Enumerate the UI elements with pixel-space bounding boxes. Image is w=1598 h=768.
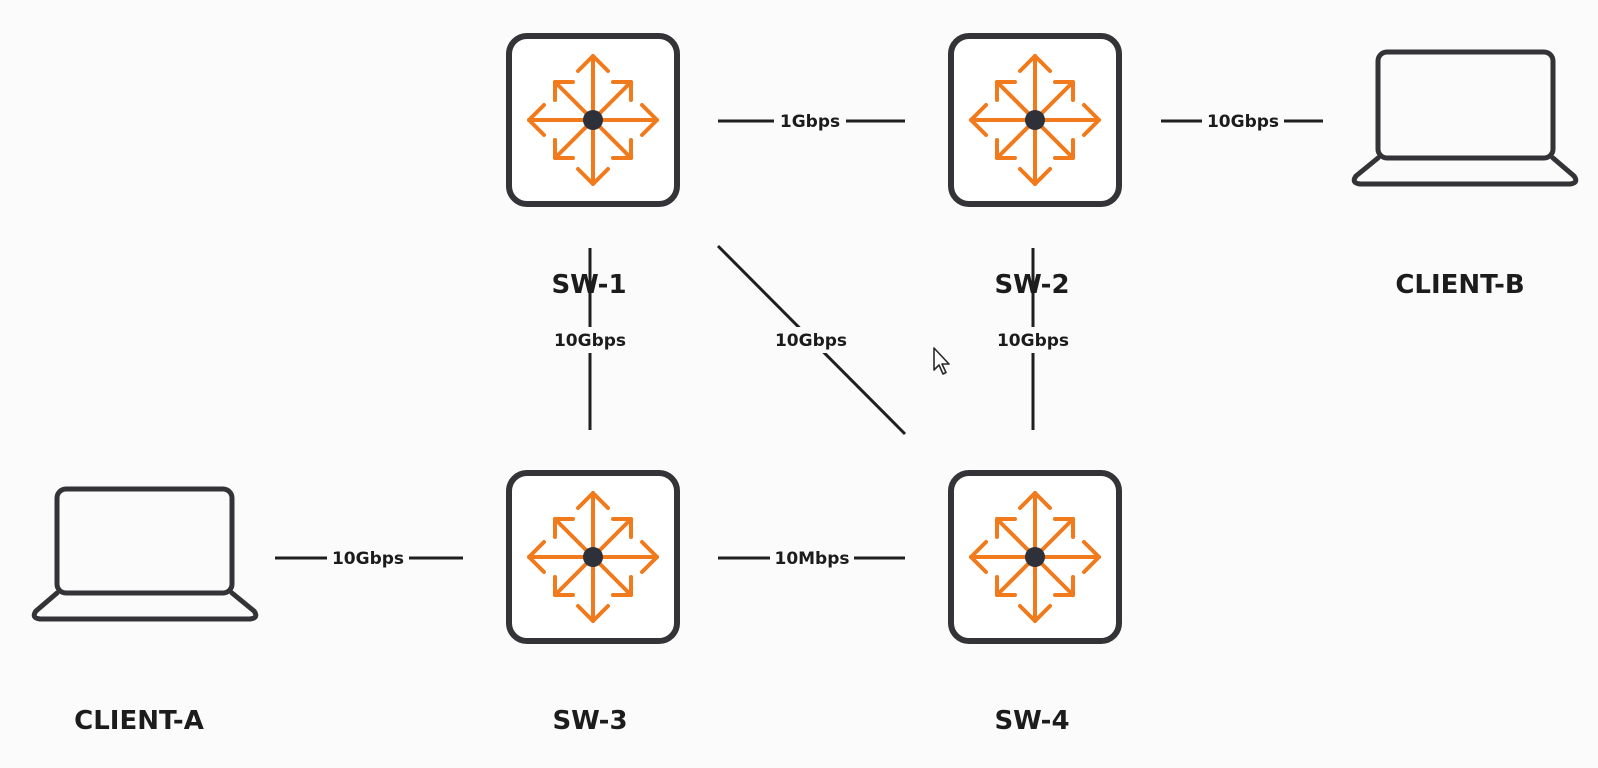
- link-speed-label: 10Gbps: [775, 331, 847, 351]
- switch-icon: [506, 470, 680, 644]
- switch-label-sw3: SW-3: [552, 706, 627, 736]
- link-speed-label: 10Gbps: [554, 331, 626, 351]
- switch-icon: [948, 33, 1122, 207]
- link-sw2-sw4: 10Gbps: [991, 248, 1075, 430]
- link-sw1-sw3: 10Gbps: [548, 248, 632, 430]
- link-sw2-client-b: 10Gbps: [1161, 108, 1323, 134]
- switch-label-sw1: SW-1: [551, 270, 626, 300]
- client-label-b: CLIENT-B: [1395, 270, 1524, 300]
- client-a: [31, 486, 259, 622]
- link-speed-label: 10Mbps: [774, 549, 849, 569]
- switch-icon: [948, 470, 1122, 644]
- mouse-pointer-icon: [933, 347, 950, 375]
- switch-icon: [506, 33, 680, 207]
- link-sw1-sw2: 1Gbps: [718, 108, 905, 134]
- link-speed-label: 10Gbps: [1207, 112, 1279, 132]
- switch-sw1: [506, 33, 680, 207]
- link-speed-label: 10Gbps: [997, 331, 1069, 351]
- laptop-icon: [31, 486, 259, 622]
- link-sw1-sw4: 10Gbps: [716, 244, 907, 436]
- client-label-a: CLIENT-A: [74, 706, 204, 736]
- switch-sw2: [948, 33, 1122, 207]
- link-speed-label: 1Gbps: [780, 112, 840, 132]
- link-speed-label: 10Gbps: [332, 549, 404, 569]
- switch-label-sw2: SW-2: [994, 270, 1069, 300]
- switch-sw4: [948, 470, 1122, 644]
- laptop-icon: [1351, 49, 1579, 187]
- link-sw3-sw4: 10Mbps: [718, 545, 905, 571]
- client-b: [1351, 49, 1579, 187]
- switch-sw3: [506, 470, 680, 644]
- switch-label-sw4: SW-4: [994, 706, 1069, 736]
- link-client-a-sw3: 10Gbps: [275, 545, 463, 571]
